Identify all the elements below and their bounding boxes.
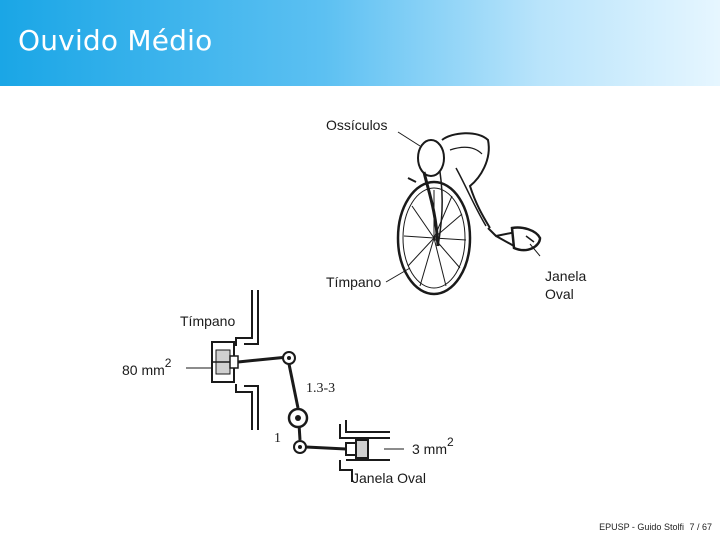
ossicles-leader-line — [397, 131, 421, 147]
eardrum-label-bottom: Tímpano — [180, 313, 235, 329]
oval-window-wall — [339, 420, 390, 482]
eardrum-area-value: 80 mm2 — [122, 356, 172, 378]
oval-window-label-line1: Janela — [545, 268, 586, 284]
page-number: 7 / 67 — [689, 522, 712, 532]
footer-credit: EPUSP - Guido Stolfi — [599, 522, 684, 532]
input-rod — [237, 355, 289, 364]
lever-ratio-label: 1.3-3 — [306, 381, 335, 396]
oval-window-label-line2: Oval — [545, 286, 574, 302]
eardrum-leader-line — [385, 267, 411, 283]
output-rod — [305, 445, 347, 451]
incus-shape — [441, 132, 491, 229]
ossicles-label: Ossículos — [326, 117, 387, 133]
oval-window-piston — [345, 439, 369, 459]
eardrum-wall — [235, 290, 259, 430]
eardrum-label-top: Tímpano — [326, 274, 381, 290]
eardrum-piston — [211, 341, 239, 383]
stapes-shape — [487, 226, 542, 252]
slide-title: Ouvido Médio — [18, 24, 213, 57]
oval-window-area-value: 3 mm2 — [412, 435, 454, 457]
slide-footer: EPUSP - Guido Stolfi 7 / 67 — [596, 522, 712, 532]
lever-arm — [287, 363, 300, 409]
lever-unit-label: 1 — [274, 431, 281, 446]
eardrum-shape — [396, 180, 472, 296]
malleus-shape — [407, 139, 445, 247]
title-banner: Ouvido Médio — [0, 0, 720, 86]
window-leader-line — [529, 243, 541, 257]
oval-window-label-bottom: Janela Oval — [352, 470, 426, 486]
ossicles-illustration — [385, 131, 542, 296]
lever-mechanism-schematic — [186, 290, 404, 482]
